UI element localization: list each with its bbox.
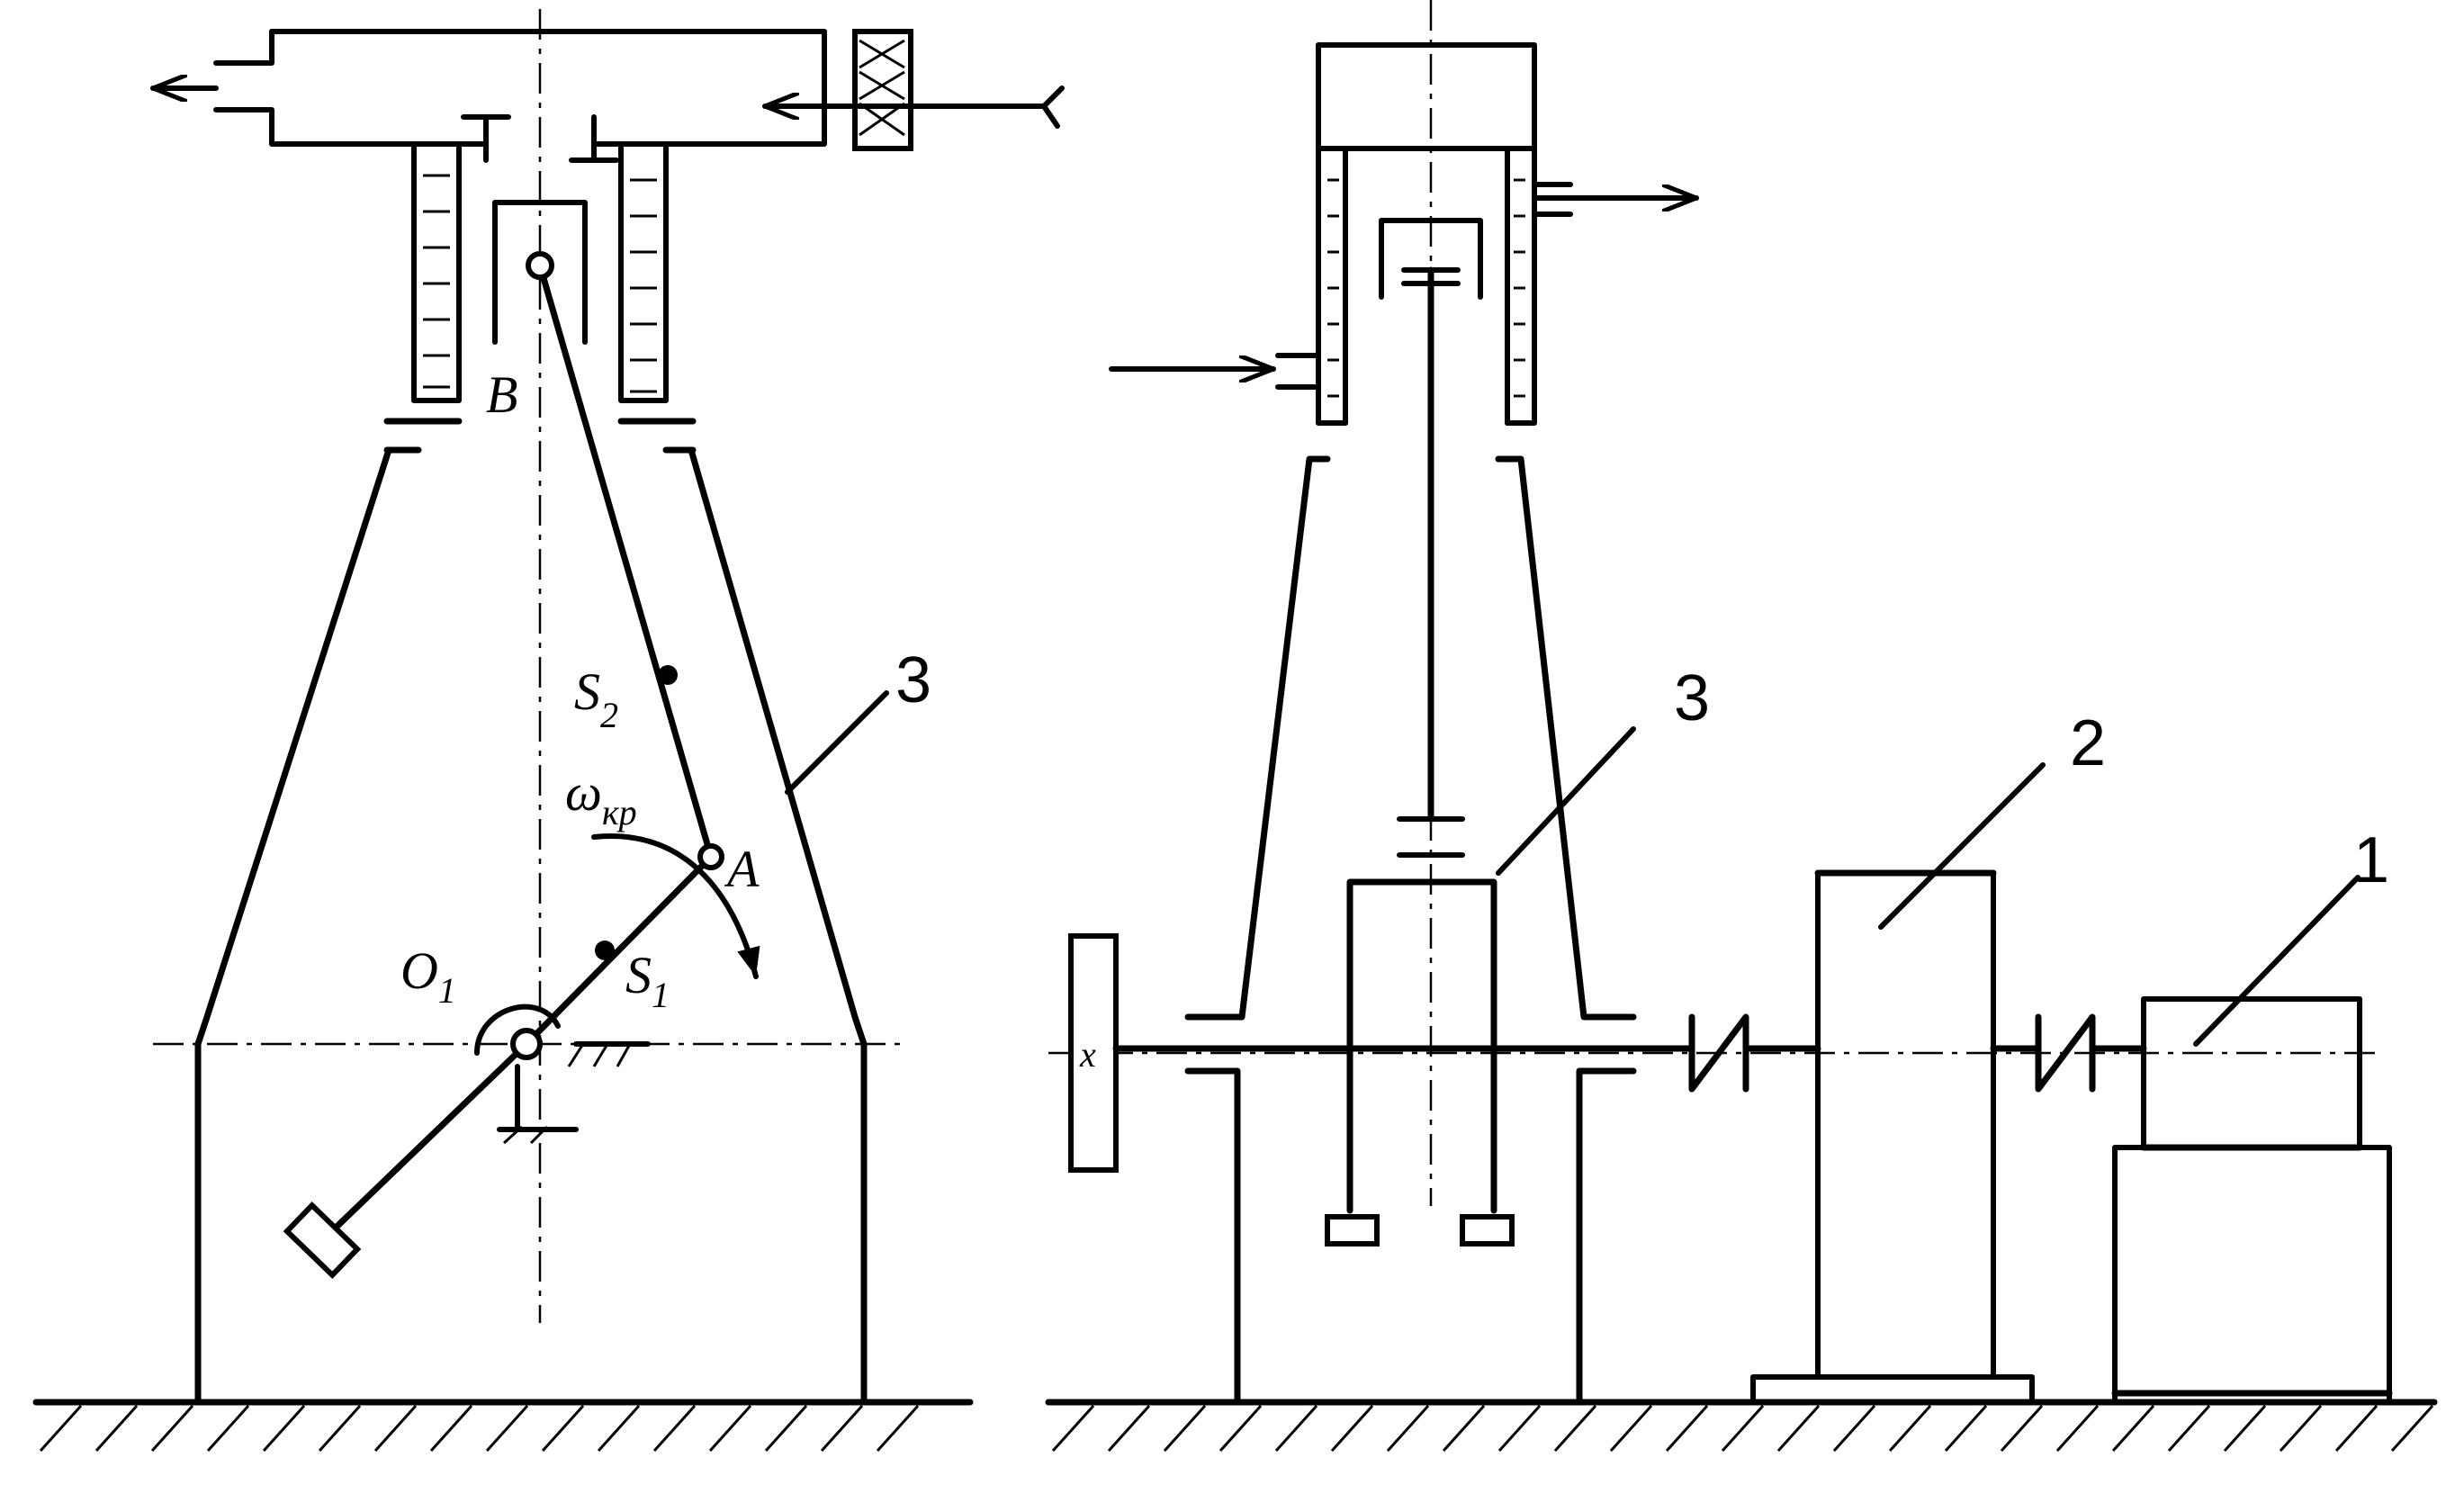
ground-hatch-line — [2000, 1404, 2044, 1453]
machine-2-base — [1750, 1374, 2035, 1405]
ground-hatch-line — [2223, 1404, 2267, 1453]
cylinder-jacket-right — [618, 141, 669, 403]
ground-hatch-line — [318, 1404, 362, 1453]
frame-left-view — [194, 446, 868, 1406]
ground-right — [1045, 1399, 2438, 1453]
piston — [492, 200, 588, 345]
right-view: x 3 2 1 — [1048, 0, 2393, 1406]
machine-1-stand — [2112, 1145, 2392, 1405]
connecting-rod — [536, 262, 715, 860]
ground-hatch-line — [708, 1404, 752, 1453]
right-cylinder-jacket — [1316, 146, 1537, 426]
point-S2 — [658, 665, 678, 685]
ground-hatch-line — [2111, 1404, 2155, 1453]
point-S1 — [595, 940, 615, 960]
ground-hatch-line — [1274, 1404, 1318, 1453]
ground-hatch-line — [541, 1404, 585, 1453]
ground-hatch-line — [262, 1404, 306, 1453]
crank-support — [474, 1004, 651, 1145]
cylinder-head — [1316, 42, 1537, 151]
joint-A — [697, 843, 724, 870]
coupling-left — [1688, 1013, 1749, 1093]
ground-hatch-line — [429, 1404, 473, 1453]
label-A: A — [724, 840, 760, 898]
ground-hatch-line — [1051, 1404, 1095, 1453]
ground-hatch-line — [150, 1404, 194, 1453]
ground-hatch-line — [597, 1404, 641, 1453]
label-O1: O1 — [400, 941, 456, 1011]
cylinder-jacket-left — [411, 141, 462, 403]
machine-1 — [2141, 996, 2362, 1150]
ground-hatch-line — [1553, 1404, 1597, 1453]
ground-hatch-line — [485, 1404, 529, 1453]
ground-hatch-line — [94, 1404, 139, 1453]
flywheel — [1068, 933, 1119, 1173]
ground-hatch-line — [1888, 1404, 1932, 1453]
label-B: B — [486, 365, 517, 424]
ground-hatch-line — [1163, 1404, 1207, 1453]
ground-hatch-line — [1609, 1404, 1653, 1453]
frame-right-view — [1184, 455, 1637, 1406]
crank-counterweight-arm — [331, 1040, 530, 1232]
ground-hatch-line — [1721, 1404, 1765, 1453]
ground-hatch-line — [820, 1404, 864, 1453]
ground-hatch-line — [2390, 1404, 2434, 1453]
ground-hatch-line — [2334, 1404, 2379, 1453]
flywheel-mark: x — [1079, 1034, 1096, 1075]
left-view: B S2 ωкр A O1 S1 3 — [150, 9, 1065, 1406]
ground-hatch-line — [1497, 1404, 1542, 1453]
label-2: 2 — [2070, 707, 2106, 779]
label-S1: S1 — [625, 946, 670, 1015]
intake-manifold — [150, 29, 1065, 163]
ground-hatch-line — [1832, 1404, 1876, 1453]
ground-hatch-line — [764, 1404, 808, 1453]
ground-hatch-line — [1107, 1404, 1151, 1453]
omega-arrow — [591, 833, 760, 979]
ground-hatch-line — [373, 1404, 418, 1453]
crankshaft-webs — [1325, 878, 1515, 1246]
label-1: 1 — [2353, 824, 2389, 896]
label-omega: ωкр — [565, 763, 637, 832]
machine-2 — [1815, 870, 1996, 1380]
label-3-right: 3 — [1674, 662, 1710, 734]
ground-hatch-line — [39, 1404, 83, 1453]
ground-hatch-line — [876, 1404, 920, 1453]
air-filter — [852, 29, 913, 151]
joint-B — [526, 251, 554, 280]
crank — [523, 853, 715, 1048]
ground-hatch-line — [2167, 1404, 2211, 1453]
ground-hatch-line — [1944, 1404, 1988, 1453]
ground-hatch-line — [1330, 1404, 1374, 1453]
ground-hatch-line — [1219, 1404, 1263, 1453]
ground-hatch-line — [1386, 1404, 1430, 1453]
ground-hatch-line — [1442, 1404, 1486, 1453]
label-3-left: 3 — [895, 644, 931, 716]
ground-hatch-line — [652, 1404, 697, 1453]
ground-hatch-line — [206, 1404, 250, 1453]
ground-left — [32, 1399, 974, 1453]
counterweight — [283, 1202, 362, 1279]
ground-hatch-line — [2279, 1404, 2323, 1453]
ground-hatch-line — [1776, 1404, 1821, 1453]
label-S2: S2 — [574, 662, 618, 735]
coupling-right — [2035, 1013, 2096, 1093]
right-piston — [1379, 218, 1483, 300]
ground-hatch-line — [1665, 1404, 1709, 1453]
ground-hatch-line — [2055, 1404, 2100, 1453]
